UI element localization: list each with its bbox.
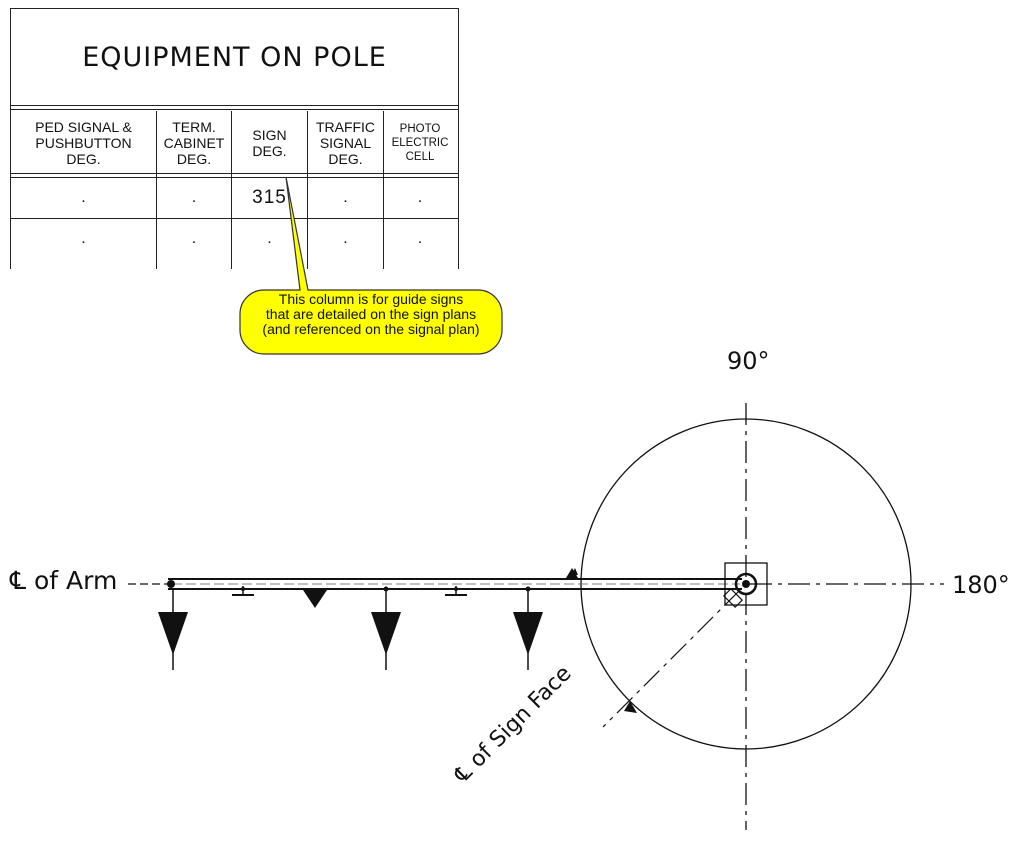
callout-line: that are detailed on the sign plans: [265, 306, 477, 322]
header-divider-double: [11, 177, 458, 178]
sign-mount: [445, 586, 467, 596]
column-divider: [307, 111, 308, 269]
equipment-table: EQUIPMENT ON POLE PED SIGNAL & PUSHBUTTO…: [10, 8, 459, 269]
table-cell: .: [417, 189, 423, 206]
column-header-traffic-signal: TRAFFIC SIGNAL DEG.: [315, 119, 376, 167]
title-divider: [11, 105, 458, 106]
circle-arrow: [571, 568, 578, 575]
callout-bubble: [239, 176, 503, 355]
table-cell: .: [191, 230, 197, 247]
callout-line: This column is for guide signs: [278, 291, 464, 307]
column-header-term-cabinet: TERM. CABINET DEG.: [163, 119, 225, 167]
callout-line: (and referenced on the signal plan): [262, 321, 480, 337]
signal-head: [371, 586, 401, 670]
signal-head: [158, 589, 188, 670]
row-divider: [11, 218, 458, 219]
pole-inner: [742, 580, 750, 588]
signal-head-small: [303, 590, 327, 608]
angle-label-90: 90°: [727, 347, 770, 375]
sign-mount: [232, 586, 254, 596]
arm-centerline-label: ℄ of Arm: [10, 566, 118, 595]
column-header-photo-cell: PHOTO ELECTRIC CELL: [391, 123, 449, 163]
table-cell: .: [417, 230, 423, 247]
column-divider: [383, 111, 384, 269]
table-cell: .: [267, 230, 272, 247]
table-title: EQUIPMENT ON POLE: [82, 41, 387, 73]
title-divider-double: [11, 109, 458, 110]
sign-deg-value: 315: [252, 187, 287, 208]
arm-end: [167, 580, 175, 588]
table-cell: .: [81, 189, 86, 206]
signal-head: [513, 586, 543, 670]
pole-outer: [734, 572, 758, 596]
header-divider: [11, 173, 458, 174]
table-cell: .: [191, 189, 197, 206]
sign-bracket: [722, 587, 744, 609]
column-divider: [156, 111, 157, 269]
arm-angle-arrow: [566, 568, 578, 578]
column-divider: [231, 111, 232, 269]
pole-base: [724, 562, 768, 606]
sign-face-centerline: [602, 589, 741, 728]
column-header-sign-deg: SIGN DEG.: [252, 127, 287, 159]
table-cell: .: [81, 230, 86, 247]
callout-text: This column is for guide signs that are …: [245, 292, 497, 337]
table-cell: .: [343, 189, 348, 206]
column-header-ped-signal: PED SIGNAL & PUSHBUTTON DEG.: [35, 119, 132, 167]
table-cell: .: [343, 230, 348, 247]
angle-label-180: 180°: [952, 571, 1010, 599]
sign-angle-arrow: [624, 701, 637, 713]
